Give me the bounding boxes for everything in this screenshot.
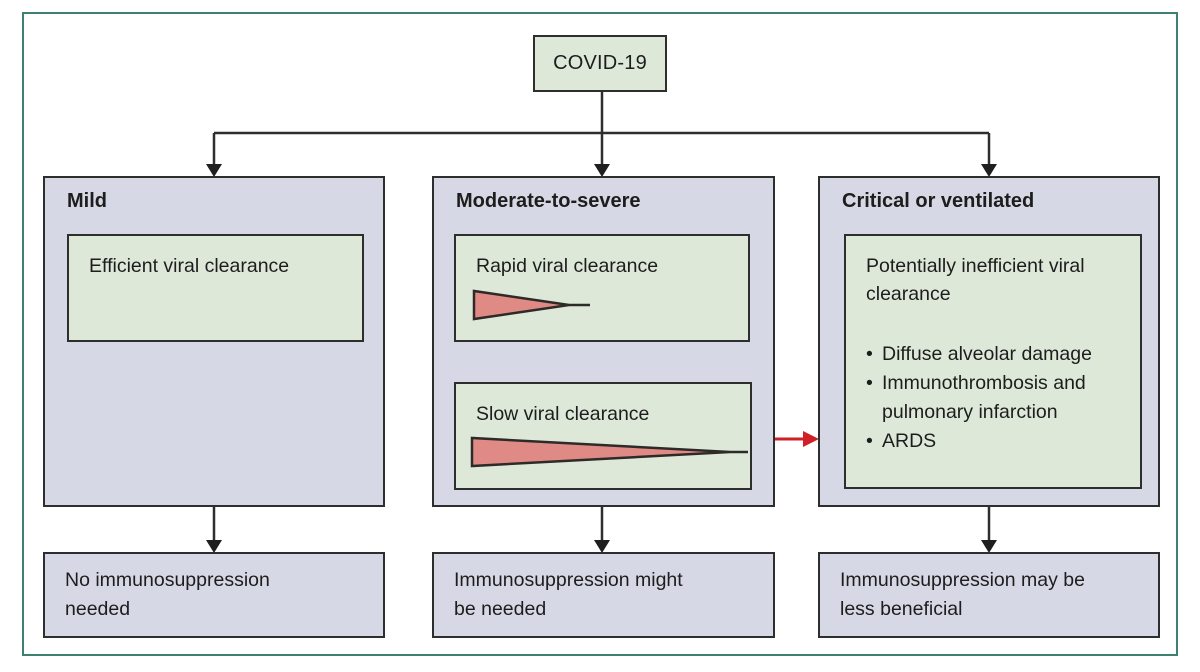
- arrowhead-down-mild: [206, 164, 222, 177]
- outcome-text: Immunosuppression may be less beneficial: [840, 569, 1085, 620]
- outcome-box-moderate: Immunosuppression might be needed: [432, 552, 775, 638]
- panel-label: Potentially inefficient viral clearance: [866, 255, 1085, 305]
- bullet-text: Immunothrombosis and pulmonary infarctio…: [882, 372, 1086, 423]
- covid19-root-label: COVID-19: [553, 52, 647, 74]
- arrowhead-outcome-moderate: [594, 540, 610, 553]
- outcome-box-mild: No immunosuppression needed: [43, 552, 385, 638]
- bullet-dot-icon: •: [866, 343, 873, 365]
- list-item: • ARDS: [866, 427, 1124, 456]
- panel-slow-viral-clearance: Slow viral clearance: [454, 382, 752, 490]
- red-arrowhead-icon: [803, 431, 819, 447]
- panel-rapid-viral-clearance: Rapid viral clearance: [454, 234, 750, 342]
- bullet-text: Diffuse alveolar damage: [882, 343, 1092, 365]
- panel-label: Rapid viral clearance: [476, 255, 659, 277]
- complication-bullet-list: • Diffuse alveolar damage • Immunothromb…: [866, 340, 1124, 456]
- severity-title-moderate: Moderate-to-severe: [456, 190, 641, 212]
- severity-box-critical-or-ventilated: Critical or ventilated Potentially ineff…: [818, 176, 1160, 507]
- bullet-dot-icon: •: [866, 430, 873, 452]
- black-arrowheads: [206, 164, 997, 553]
- arrowhead-down-critical: [981, 164, 997, 177]
- outcome-text: No immunosuppression needed: [65, 569, 270, 620]
- viral-load-wedge-rapid-icon: [472, 289, 590, 321]
- severity-title-critical: Critical or ventilated: [842, 190, 1035, 212]
- arrowhead-outcome-mild: [206, 540, 222, 553]
- arrowhead-down-moderate: [594, 164, 610, 177]
- arrowhead-outcome-critical: [981, 540, 997, 553]
- panel-label: Slow viral clearance: [476, 403, 650, 425]
- outcome-text: Immunosuppression might be needed: [454, 569, 683, 620]
- list-item: • Diffuse alveolar damage: [866, 340, 1124, 369]
- severity-box-moderate-to-severe: Moderate-to-severe Rapid viral clearance…: [432, 176, 775, 507]
- severity-title-mild: Mild: [67, 190, 107, 212]
- panel-inefficient-viral-clearance: Potentially inefficient viral clearance …: [844, 234, 1142, 489]
- bullet-dot-icon: •: [866, 372, 873, 394]
- covid19-root-node: COVID-19: [533, 35, 667, 92]
- outcome-box-critical: Immunosuppression may be less beneficial: [818, 552, 1160, 638]
- severity-box-mild: Mild Efficient viral clearance: [43, 176, 385, 507]
- figure-border-frame: [22, 12, 1178, 656]
- list-item: • Immunothrombosis and pulmonary infarct…: [866, 369, 1124, 427]
- viral-load-wedge-slow-icon: [470, 436, 748, 468]
- panel-efficient-viral-clearance: Efficient viral clearance: [67, 234, 364, 342]
- black-connector-lines: [212, 92, 991, 541]
- panel-label: Efficient viral clearance: [89, 255, 290, 277]
- bullet-text: ARDS: [882, 430, 937, 452]
